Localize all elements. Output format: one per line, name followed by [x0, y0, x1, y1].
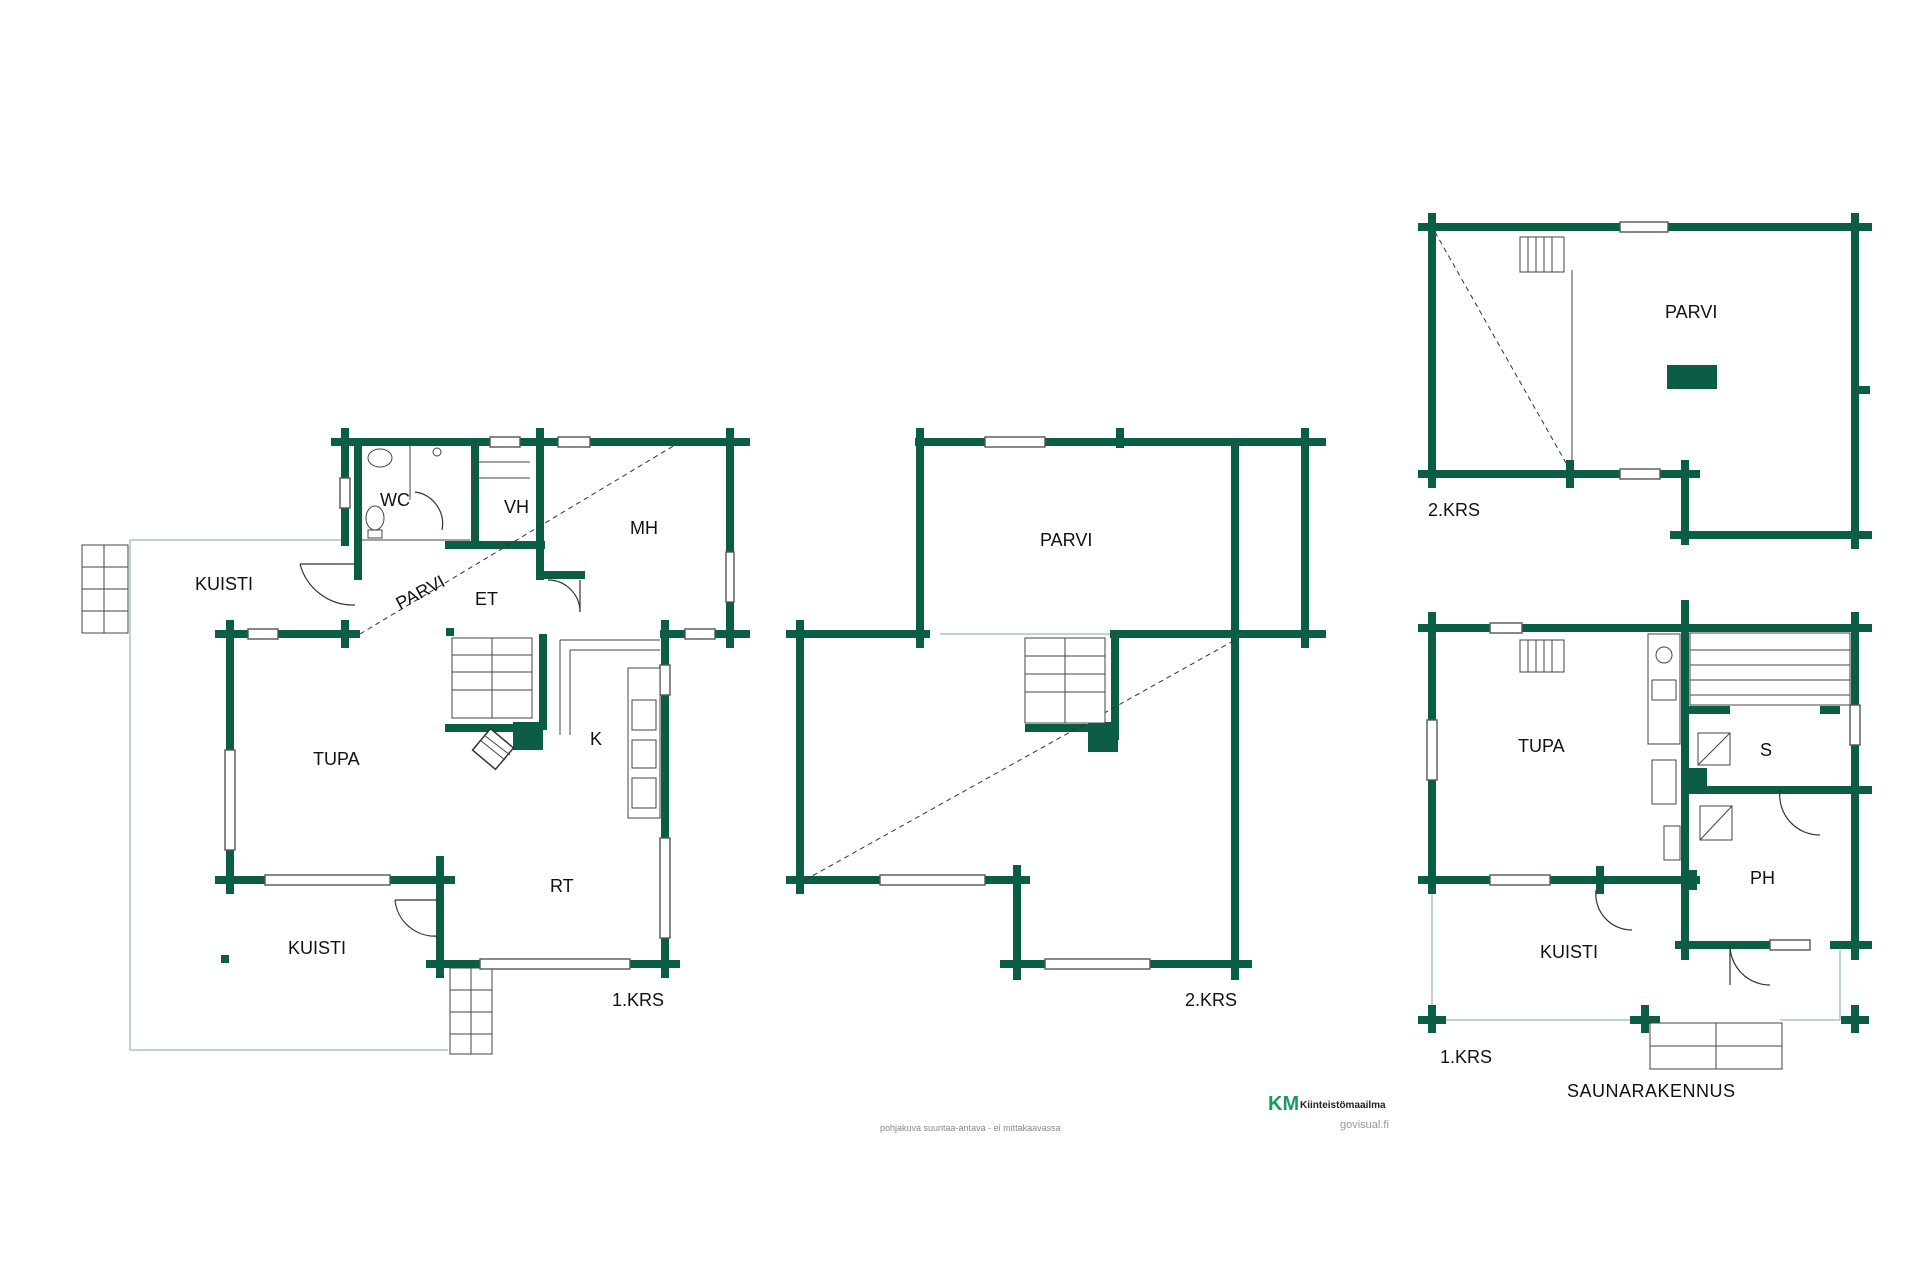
windows-floor2 [879, 436, 1151, 970]
porch-stair-bottom [449, 967, 493, 1055]
shower-icon [432, 447, 442, 457]
room-label-mh: MH [630, 518, 658, 538]
disclaimer-text: pohjakuva suuntaa-antava - ei mittakaava… [880, 1123, 1061, 1133]
sauna-ladder-bottom [1519, 639, 1565, 673]
brand-name: Kiinteistömaailma [1300, 1100, 1386, 1111]
sauna-ladder-top [1519, 236, 1565, 273]
parvi-diagonal-label: PARVI [392, 571, 448, 613]
room-label-vh: VH [504, 497, 529, 517]
fireplace-block [513, 722, 543, 750]
room-label-wc: WC [380, 490, 410, 510]
windows [224, 436, 735, 970]
floor-label-main-1krs: 1.KRS [612, 990, 664, 1010]
room-label-ph: PH [1750, 868, 1775, 888]
room-label-parvi-main: PARVI [1040, 530, 1092, 550]
room-label-tupa-sauna: TUPA [1518, 736, 1565, 756]
main-stairs-floor1 [451, 637, 533, 719]
sauna-doors [1595, 789, 1821, 986]
main-house-floor1: WC VH MH ET KUISTI TUPA K RT KUISTI PARV… [81, 428, 750, 1055]
log-posts-sauna1 [1418, 600, 1872, 1033]
sauna-loft-diagonal [1434, 231, 1571, 471]
windows-sauna1 [1426, 622, 1861, 951]
wc-fixtures [358, 442, 530, 541]
sauna-entry-steps [1649, 1022, 1783, 1070]
room-label-kuisti-bottom: KUISTI [288, 938, 346, 958]
log-posts [216, 428, 744, 978]
hob-icon [1655, 646, 1673, 664]
sink-icon [367, 448, 393, 468]
log-posts-sauna2 [1428, 213, 1872, 549]
sauna-floor2: PARVI 2.KRS [1418, 213, 1872, 549]
room-label-rt: RT [550, 876, 574, 896]
room-label-k: K [590, 729, 602, 749]
stove-top-icon [631, 699, 657, 731]
sauna-floor1: TUPA S PH KUISTI 1.KRS SAUNARAKENNUS [1418, 600, 1872, 1101]
room-label-kuisti-sauna: KUISTI [1540, 942, 1598, 962]
site-text: govisual.fi [1340, 1119, 1389, 1131]
building-title-sauna: SAUNARAKENNUS [1567, 1081, 1736, 1101]
kitchen-counter [627, 667, 661, 819]
room-label-parvi-sauna: PARVI [1665, 302, 1717, 322]
footer: pohjakuva suuntaa-antava - ei mittakaava… [880, 1093, 1389, 1133]
sauna-kitchenette [1647, 633, 1681, 861]
room-label-s: S [1760, 740, 1772, 760]
porch-outline [129, 540, 448, 1051]
floor-label-sauna-2krs: 2.KRS [1428, 500, 1480, 520]
sauna-fixtures [1697, 732, 1733, 841]
floor-label-main-2krs: 2.KRS [1185, 990, 1237, 1010]
logo-mark: KM [1268, 1093, 1299, 1115]
kitchen-sink-icon [631, 739, 657, 769]
room-label-et: ET [475, 589, 498, 609]
parvi-overhang-line [359, 444, 676, 635]
sauna-benches [1689, 632, 1851, 706]
floor-label-sauna-1krs: 1.KRS [1440, 1047, 1492, 1067]
stove-icon [471, 727, 515, 771]
room-label-kuisti-top: KUISTI [195, 574, 253, 594]
main-house-floor2: PARVI 2.KRS [786, 428, 1326, 1010]
loft-block [1667, 365, 1717, 389]
porch-stair-left [81, 544, 129, 634]
log-posts-floor2 [786, 428, 1326, 980]
floor2-overhang-line [804, 639, 1236, 881]
doors [299, 491, 581, 937]
main-stairs-floor2 [1024, 637, 1106, 724]
room-label-tupa: TUPA [313, 749, 360, 769]
windows-sauna2 [1619, 221, 1669, 480]
